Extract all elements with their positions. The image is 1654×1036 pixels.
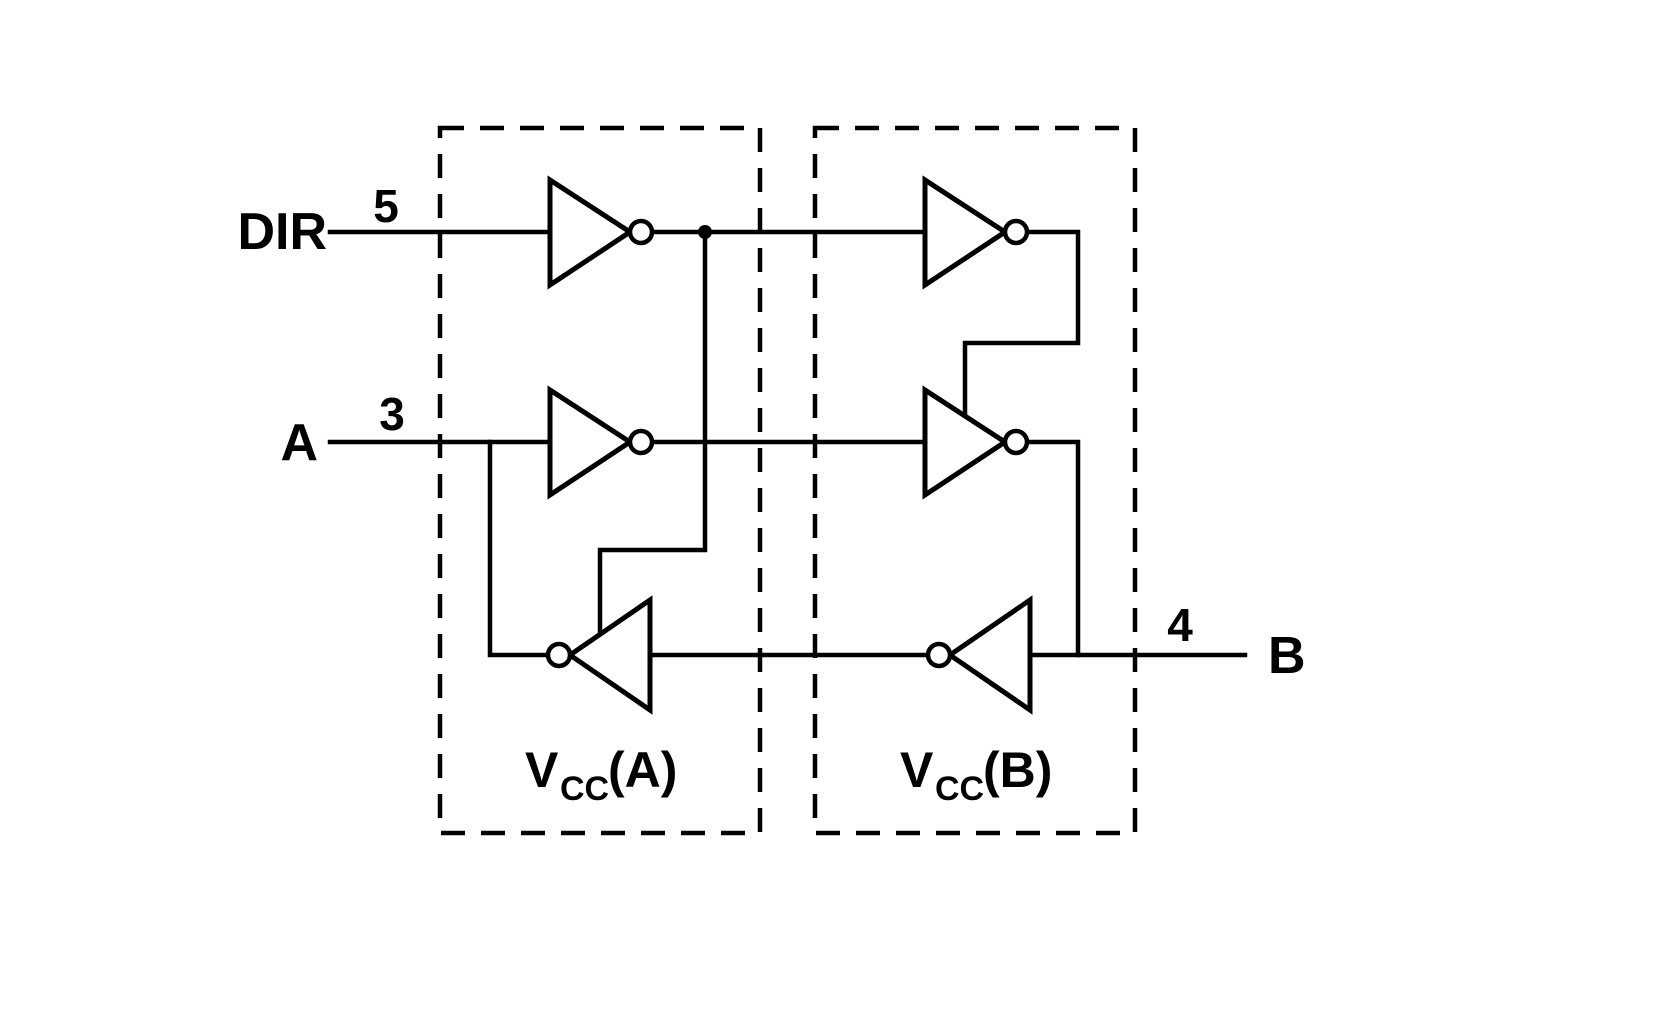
pin-number-5: 5 <box>373 180 399 232</box>
inversion-bubble <box>627 428 655 456</box>
vcc-a-label-v: V <box>525 742 559 798</box>
b-pin-label: B <box>1268 627 1306 685</box>
vcc-b-label-v: V <box>900 742 934 798</box>
a-pin-label: A <box>280 414 318 472</box>
vcc-b-label: V CC (B) <box>900 742 1052 808</box>
inversion-bubble <box>925 641 953 669</box>
vcc-b-label-sub: CC <box>935 770 984 808</box>
junction-dot <box>698 225 712 239</box>
bottom-right-inverter-triangle <box>945 595 1033 715</box>
wires <box>327 229 1248 658</box>
inversion-bubble <box>627 218 655 246</box>
inversion-bubble <box>545 641 573 669</box>
inversion-bubble <box>1002 428 1030 456</box>
vcc-a-domain-boundary <box>437 125 763 836</box>
top-left-inverter-triangle <box>547 175 635 290</box>
pin-number-4: 4 <box>1167 599 1193 651</box>
pin-number-3: 3 <box>379 388 405 440</box>
inversion-bubbles <box>545 218 1030 669</box>
inversion-bubble <box>1002 218 1030 246</box>
wire-a-feedback-branch <box>487 439 575 658</box>
mid-left-inverter-triangle <box>547 385 635 500</box>
vcc-b-domain-boundary <box>812 125 1138 836</box>
bottom-left-inverter-triangle <box>565 595 653 715</box>
vcc-a-label-sub: CC <box>560 770 609 808</box>
vcc-a-label: V CC (A) <box>525 742 677 808</box>
gates <box>547 175 1033 715</box>
dir-pin-label: DIR <box>237 203 327 261</box>
wire-enable-b-path <box>962 229 1081 421</box>
mid-right-inverter-triangle <box>922 385 1010 500</box>
top-right-inverter-triangle <box>922 175 1010 290</box>
wire-enable-a-path <box>597 229 708 639</box>
vcc-b-label-suffix: (B) <box>983 742 1052 798</box>
wire-b-output-path <box>1002 439 1081 658</box>
vcc-a-label-suffix: (A) <box>608 742 677 798</box>
